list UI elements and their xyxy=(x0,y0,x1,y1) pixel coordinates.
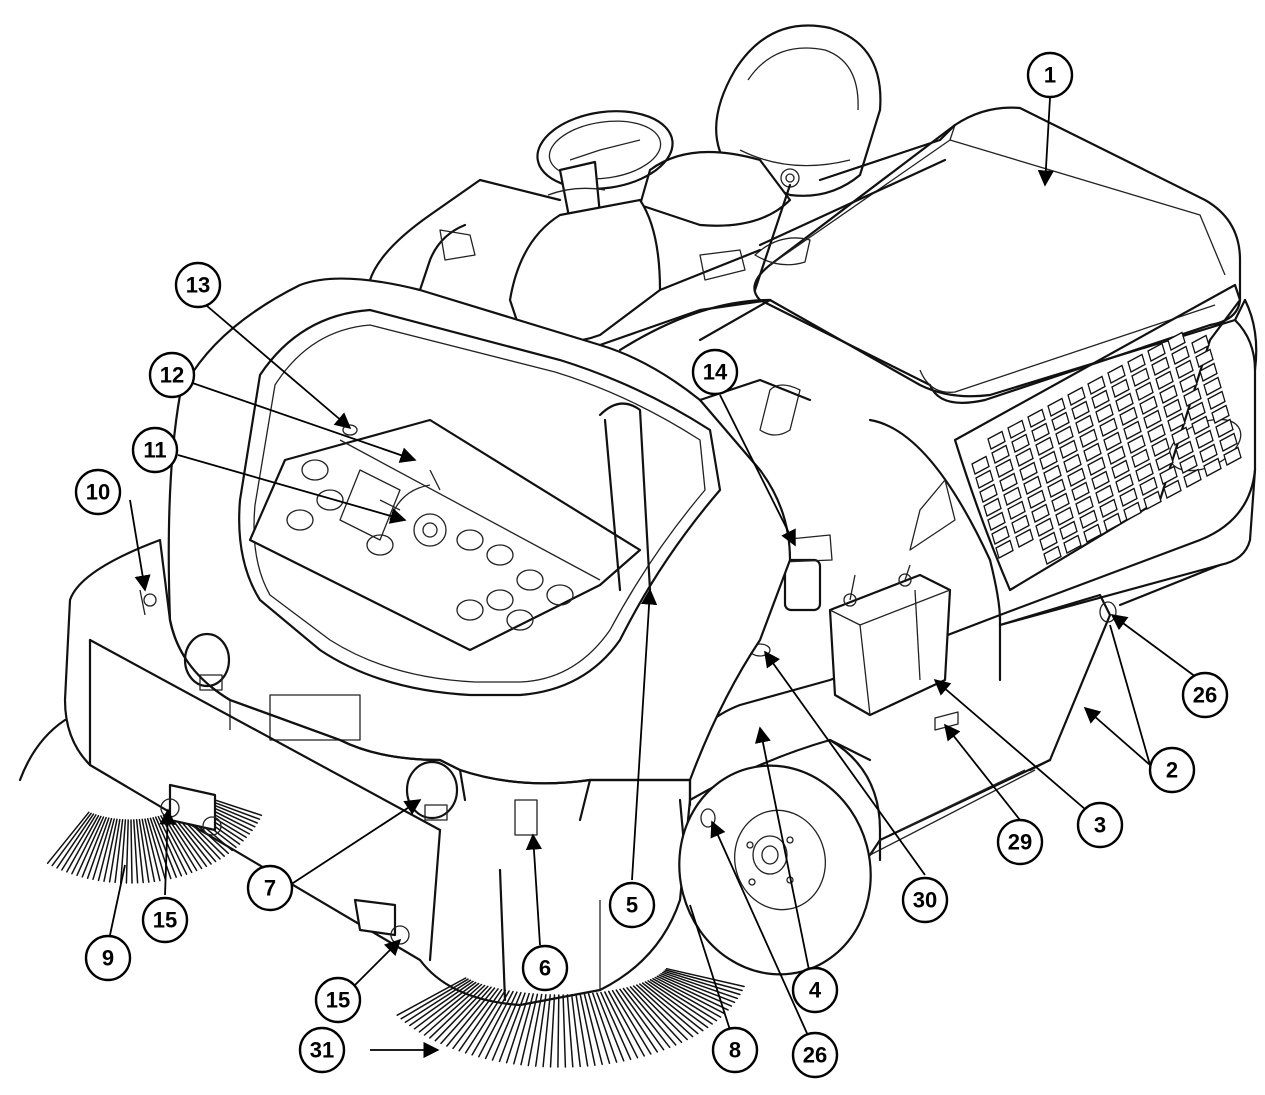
steering-column-cover xyxy=(508,198,662,343)
callout-7: 7 xyxy=(246,864,294,912)
svg-text:2: 2 xyxy=(1166,758,1178,783)
svg-text:15: 15 xyxy=(326,988,350,1013)
plug-front xyxy=(700,808,716,828)
side-skirt xyxy=(868,593,1112,857)
callout-9: 9 xyxy=(84,934,132,982)
svg-text:10: 10 xyxy=(86,480,110,505)
callout-15-right: 15 xyxy=(314,976,362,1024)
callout-5: 5 xyxy=(608,881,656,929)
callout-30: 30 xyxy=(901,876,949,924)
svg-text:8: 8 xyxy=(729,1038,741,1063)
svg-text:9: 9 xyxy=(102,946,114,971)
engine-grille xyxy=(953,283,1242,592)
svg-text:4: 4 xyxy=(809,978,822,1003)
callout-14: 14 xyxy=(691,348,739,396)
svg-text:15: 15 xyxy=(153,908,177,933)
svg-text:6: 6 xyxy=(539,956,551,981)
hopper-cover xyxy=(753,106,1242,404)
svg-text:11: 11 xyxy=(143,438,166,463)
callout-10: 10 xyxy=(74,468,122,516)
front-chassis xyxy=(63,538,872,1007)
main-body xyxy=(618,298,1258,762)
callout-8: 8 xyxy=(711,1026,759,1074)
callout-1: 1 xyxy=(1026,51,1074,99)
side-brush-left xyxy=(18,718,263,884)
svg-text:29: 29 xyxy=(1008,830,1032,855)
callout-29: 29 xyxy=(996,818,1044,866)
svg-text:26: 26 xyxy=(803,1043,827,1068)
callout-31: 31 xyxy=(298,1026,346,1074)
headlight-right xyxy=(405,760,459,821)
steering-wheel xyxy=(536,110,674,224)
svg-text:12: 12 xyxy=(160,363,184,388)
fuel-filter xyxy=(749,534,833,657)
callout-26-front: 26 xyxy=(791,1031,839,1079)
callout-11: 11 xyxy=(131,426,179,474)
lever xyxy=(753,183,792,292)
leader-lines xyxy=(109,97,1201,1059)
svg-text:5: 5 xyxy=(626,893,638,918)
svg-text:31: 31 xyxy=(310,1038,334,1063)
side-brush-right xyxy=(396,967,745,1068)
svg-text:13: 13 xyxy=(186,273,210,298)
callout-12: 12 xyxy=(148,351,196,399)
svg-text:7: 7 xyxy=(264,876,276,901)
callout-6: 6 xyxy=(521,944,569,992)
rear-frame xyxy=(818,123,957,182)
headlight-left xyxy=(183,632,231,691)
svg-text:3: 3 xyxy=(1094,813,1106,838)
callout-4: 4 xyxy=(791,966,839,1014)
callout-3: 3 xyxy=(1076,801,1124,849)
control-panel xyxy=(248,418,642,652)
svg-text:30: 30 xyxy=(913,888,937,913)
support-rod xyxy=(598,402,652,592)
callout-13: 13 xyxy=(174,261,222,309)
callout-15-left: 15 xyxy=(141,896,189,944)
callout-2: 2 xyxy=(1148,746,1196,794)
front-wheel xyxy=(678,738,882,976)
svg-text:14: 14 xyxy=(703,360,728,385)
svg-text:1: 1 xyxy=(1044,63,1056,88)
battery xyxy=(828,564,952,717)
plug-rear xyxy=(1099,601,1117,623)
callout-26-rear: 26 xyxy=(1181,671,1229,719)
operator-seat xyxy=(638,24,882,227)
svg-text:26: 26 xyxy=(1193,683,1217,708)
